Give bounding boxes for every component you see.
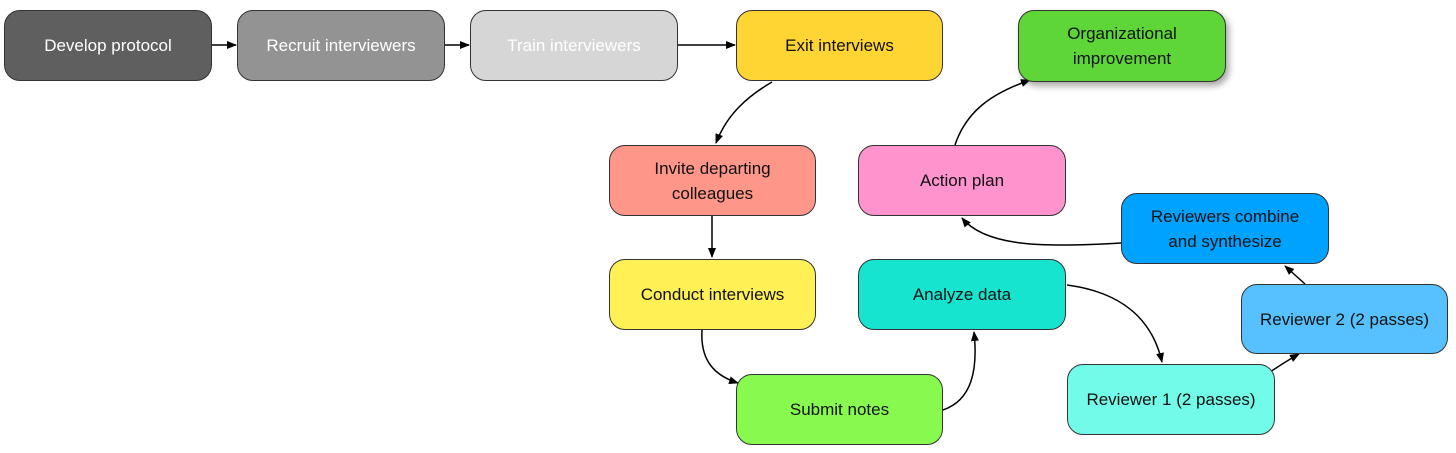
node-label-line: Invite departing (654, 158, 771, 178)
node-reviewers-combine: Reviewers combine and synthesize (1121, 193, 1329, 264)
node-label-line: Develop protocol (44, 36, 172, 55)
node-conduct-interviews: Conduct interviews (609, 259, 816, 330)
node-label-line: Analyze data (912, 285, 1012, 304)
node-label-line: Conduct interviews (640, 285, 785, 304)
node-analyze-data: Analyze data (858, 259, 1066, 330)
edge-combine-to-action (961, 217, 1122, 246)
node-label-line: Action plan (919, 171, 1005, 190)
edge-reviewer2-to-combine (1284, 265, 1306, 285)
node-develop-protocol: Develop protocol (4, 10, 212, 81)
node-recruit-interviewers: Recruit interviewers (237, 10, 445, 81)
node-label-line: Train interviewers (507, 36, 641, 55)
node-label-line: Reviewer 2 (2 passes) (1259, 309, 1430, 329)
node-label-line: Organizational (1067, 24, 1177, 43)
edge-conduct-to-submit (701, 329, 739, 385)
edge-action-to-organizational (954, 79, 1031, 146)
node-organizational-improvement: Organizational improvement (1018, 10, 1226, 82)
node-invite-departing-colleagues: Invite departing colleagues (609, 145, 816, 216)
node-reviewer-2: Reviewer 2 (2 passes) (1241, 284, 1448, 354)
node-label-line: Submit notes (789, 400, 890, 419)
node-train-interviewers: Train interviewers (470, 10, 678, 81)
edge-reviewer1-to-reviewer2 (1269, 353, 1300, 373)
edge-exit-to-invite (715, 81, 773, 144)
node-exit-interviews: Exit interviews (736, 10, 943, 81)
node-label-line: improvement (1072, 49, 1172, 68)
node-label-line: and synthesize (1168, 231, 1282, 251)
node-action-plan: Action plan (858, 145, 1066, 216)
node-reviewer-1: Reviewer 1 (2 passes) (1067, 364, 1275, 435)
node-label-line: Recruit interviewers (266, 36, 416, 55)
node-submit-notes: Submit notes (736, 374, 943, 445)
node-label-line: colleagues (671, 183, 754, 203)
node-label-line: Exit interviews (785, 36, 894, 55)
node-label-line: Reviewer 1 (2 passes) (1086, 390, 1256, 409)
node-label-line: Reviewers combine (1150, 206, 1300, 226)
edge-analyze-to-reviewer1 (1066, 284, 1164, 363)
edge-submit-to-analyze (942, 331, 979, 411)
